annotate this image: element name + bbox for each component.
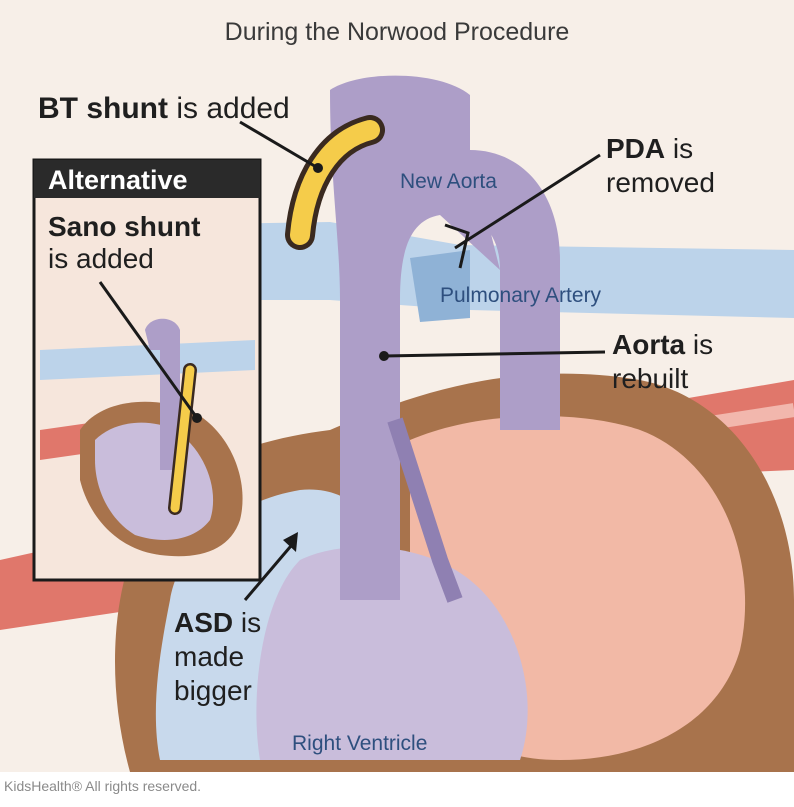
asd-pointer-arrowhead (283, 532, 298, 552)
new-aorta-shape (330, 75, 560, 600)
bt-shunt-callout: BT shunt is added (38, 92, 290, 125)
sano-shunt (170, 365, 195, 513)
bt-shunt-pointer (239, 120, 319, 170)
asd-callout-line2: made (174, 641, 244, 672)
pulmonary-artery-label: Pulmonary Artery (440, 284, 602, 307)
asd-callout-rest: is (233, 607, 261, 638)
pda-callout-line2: removed (606, 167, 715, 198)
aorta-shadow (387, 417, 463, 603)
right-ventricle-label: Right Ventricle (292, 732, 427, 755)
asd-callout-line3: bigger (174, 675, 252, 706)
asd-pointer (243, 539, 298, 601)
pulmonary-artery-shape (150, 222, 794, 318)
aorta-callout-line2: rebuilt (612, 363, 688, 394)
sano-shunt-pointer-dot (192, 413, 202, 423)
aorta-callout-line1: Aorta is (612, 329, 713, 360)
pda-callout-rest: is (665, 133, 693, 164)
bt-shunt-callout-bold: BT shunt (38, 92, 168, 125)
diagram-title: During the Norwood Procedure (225, 18, 570, 46)
aorta-callout-rest: is (685, 329, 713, 360)
inset-pulmonary (40, 340, 255, 380)
bt-shunt-pointer-dot (313, 163, 323, 173)
asd-callout-bold: ASD (174, 607, 233, 638)
pda-callout-bold: PDA (606, 133, 665, 164)
inset-sano-bold: Sano shunt (48, 211, 200, 242)
copyright-credit: KidsHealth® All rights reserved. (4, 778, 201, 794)
pda-callout-line1: PDA is (606, 133, 693, 164)
aorta-pointer (383, 350, 606, 358)
sano-shunt-pointer (98, 281, 199, 419)
inset-sano-rest: is added (48, 243, 154, 274)
bt-shunt-callout-rest: is added (168, 92, 290, 125)
new-aorta-label: New Aorta (400, 170, 497, 193)
right-ventricle-area (256, 546, 528, 760)
aorta-pointer-dot (379, 351, 389, 361)
pda-pointer (444, 153, 601, 269)
inset-aorta (145, 318, 180, 470)
pulmonary-artery-shadow (410, 250, 470, 322)
inset-header-text: Alternative (48, 165, 188, 195)
aorta-callout-bold: Aorta (612, 329, 686, 360)
aorta-arch-fill (440, 150, 500, 270)
asd-callout-line1: ASD is (174, 607, 261, 638)
alternative-inset-header (34, 160, 260, 198)
